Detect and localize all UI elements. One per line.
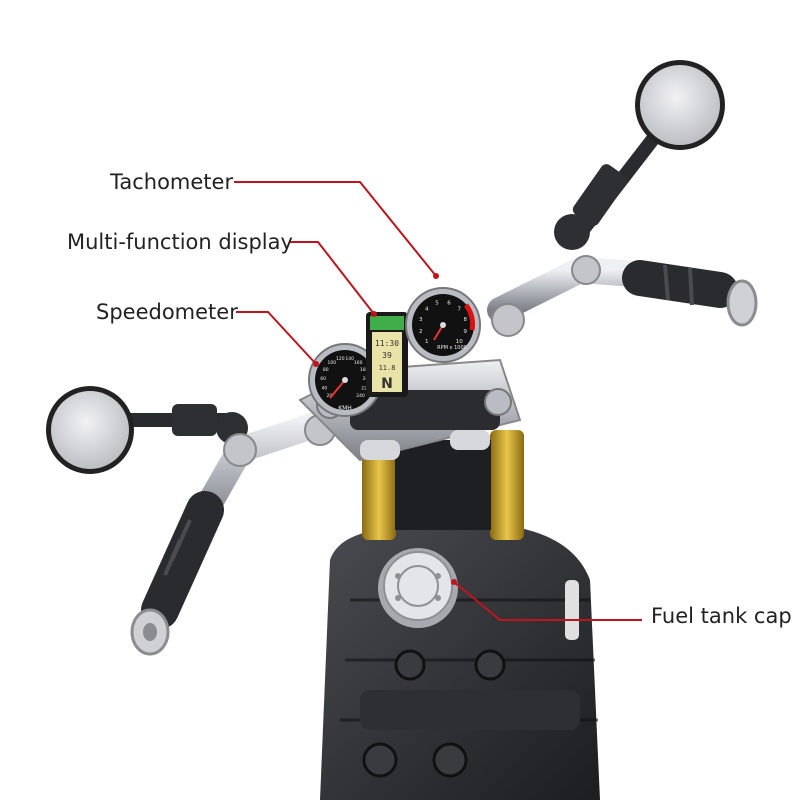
display-readout: 39 <box>382 351 392 360</box>
speedometer-tick-label: 40 <box>322 385 328 391</box>
tachometer-tick-label: 2 <box>419 329 423 335</box>
tachometer-tick-label: 10 <box>456 339 463 345</box>
tachometer-tick-label: 6 <box>447 301 451 307</box>
tachometer-unit: RPM x 1000 <box>437 345 467 351</box>
leader-speedometer <box>236 311 317 365</box>
leader-tachometer <box>234 181 437 277</box>
speedometer-tick-label: 180 <box>360 367 369 373</box>
tachometer-tick-label: 9 <box>463 329 467 335</box>
leader-endpoints <box>313 273 457 585</box>
leader-fuel-tank-cap <box>453 581 642 621</box>
tachometer-tick-label: 8 <box>463 317 467 323</box>
multi-function-display: 11:30 39 11.8 N <box>366 312 408 397</box>
leader-lines <box>234 181 642 621</box>
handlebar-left <box>130 407 343 656</box>
fuel-tank-body <box>320 528 600 800</box>
tachometer-tick-label: 4 <box>425 307 429 313</box>
speedometer-tick-label: 220 <box>361 385 370 391</box>
speedometer-tick-label: 60 <box>320 376 326 382</box>
fuel-tank-cap <box>378 548 458 628</box>
speedometer-tick-label: 100 <box>328 360 337 366</box>
display-time: 11:30 <box>375 339 399 348</box>
callout-fuel-tank-cap: Fuel tank cap <box>651 604 792 628</box>
left-mirror <box>46 386 248 474</box>
display-readout-2: 11.8 <box>379 364 396 372</box>
right-mirror <box>554 60 725 250</box>
callout-tachometer: Tachometer <box>110 170 234 194</box>
tachometer-tick-label: 1 <box>425 339 429 345</box>
handlebar-right <box>487 255 758 337</box>
leader-multi-function-display <box>290 241 375 315</box>
front-fork <box>362 430 524 540</box>
speedometer-tick-label: 140 <box>345 356 354 362</box>
tachometer-tick-label: 5 <box>435 301 439 307</box>
speedometer-unit: KMH <box>338 405 352 412</box>
callout-speedometer: Speedometer <box>96 300 238 324</box>
tachometer-tick-label: 3 <box>419 317 423 323</box>
speedometer-tick-label: 80 <box>323 367 329 373</box>
callout-multi-function-display: Multi-function display <box>67 230 293 254</box>
speedometer-tick-label: 240 <box>356 393 365 399</box>
speedometer-tick-label: 120 <box>336 356 345 362</box>
tachometer-tick-label: 7 <box>458 307 462 313</box>
display-gear: N <box>381 376 393 392</box>
speedometer-tick-label: 20 <box>327 393 333 399</box>
speedometer-tick-label: 160 <box>354 360 363 366</box>
